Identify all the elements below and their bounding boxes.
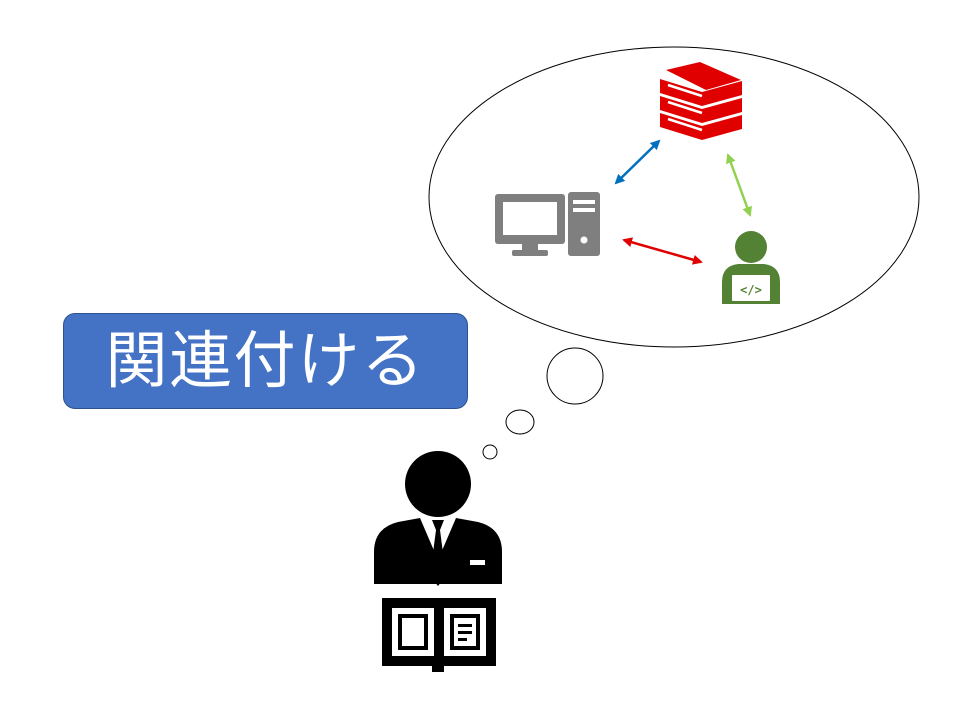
book-left-inner-page-gap	[402, 618, 424, 646]
thought-bubble-dot-medium	[505, 409, 535, 435]
monitor-base	[512, 250, 548, 256]
label-text: 関連付ける	[105, 324, 426, 397]
person-with-tie-icon	[374, 451, 502, 586]
monitor-stand	[522, 244, 538, 252]
book-stack-pages	[667, 83, 703, 132]
person-tie	[430, 520, 446, 586]
programmer-at-laptop-icon: </>	[722, 231, 780, 304]
person-pocket-square	[470, 560, 485, 565]
thought-bubble	[428, 46, 920, 460]
programmer-laptop	[730, 273, 772, 303]
thought-bubble-main	[428, 46, 920, 348]
person-head	[405, 451, 471, 517]
person-jacket	[374, 518, 502, 584]
tower-slot-2	[573, 208, 595, 212]
arrow-books-programmer	[726, 153, 752, 217]
desktop-computer-icon	[495, 192, 600, 256]
arrow-computer-programmer	[622, 237, 703, 265]
book-text-line-2	[458, 631, 472, 634]
book-stack-book-3	[660, 113, 742, 140]
book-outline	[382, 598, 496, 672]
book-stack-top	[666, 62, 741, 90]
tower-power-button	[580, 236, 588, 244]
label-box: 関連付ける	[63, 313, 468, 409]
thought-bubble-dot-large	[546, 347, 604, 405]
book-stack-book-1	[660, 79, 742, 106]
thought-bubble-dot-small	[482, 444, 498, 460]
book-text-line-3	[458, 638, 467, 641]
book-stack-icon	[660, 62, 742, 140]
book-stack-book-2	[660, 96, 742, 123]
book-text-line-1	[458, 624, 472, 627]
tower-slot-1	[573, 200, 595, 204]
programmer-head	[735, 231, 767, 263]
open-book-icon	[382, 598, 496, 672]
code-brackets-icon: </>	[740, 283, 762, 297]
monitor-screen	[503, 202, 557, 235]
arrow-computer-books	[614, 139, 661, 185]
